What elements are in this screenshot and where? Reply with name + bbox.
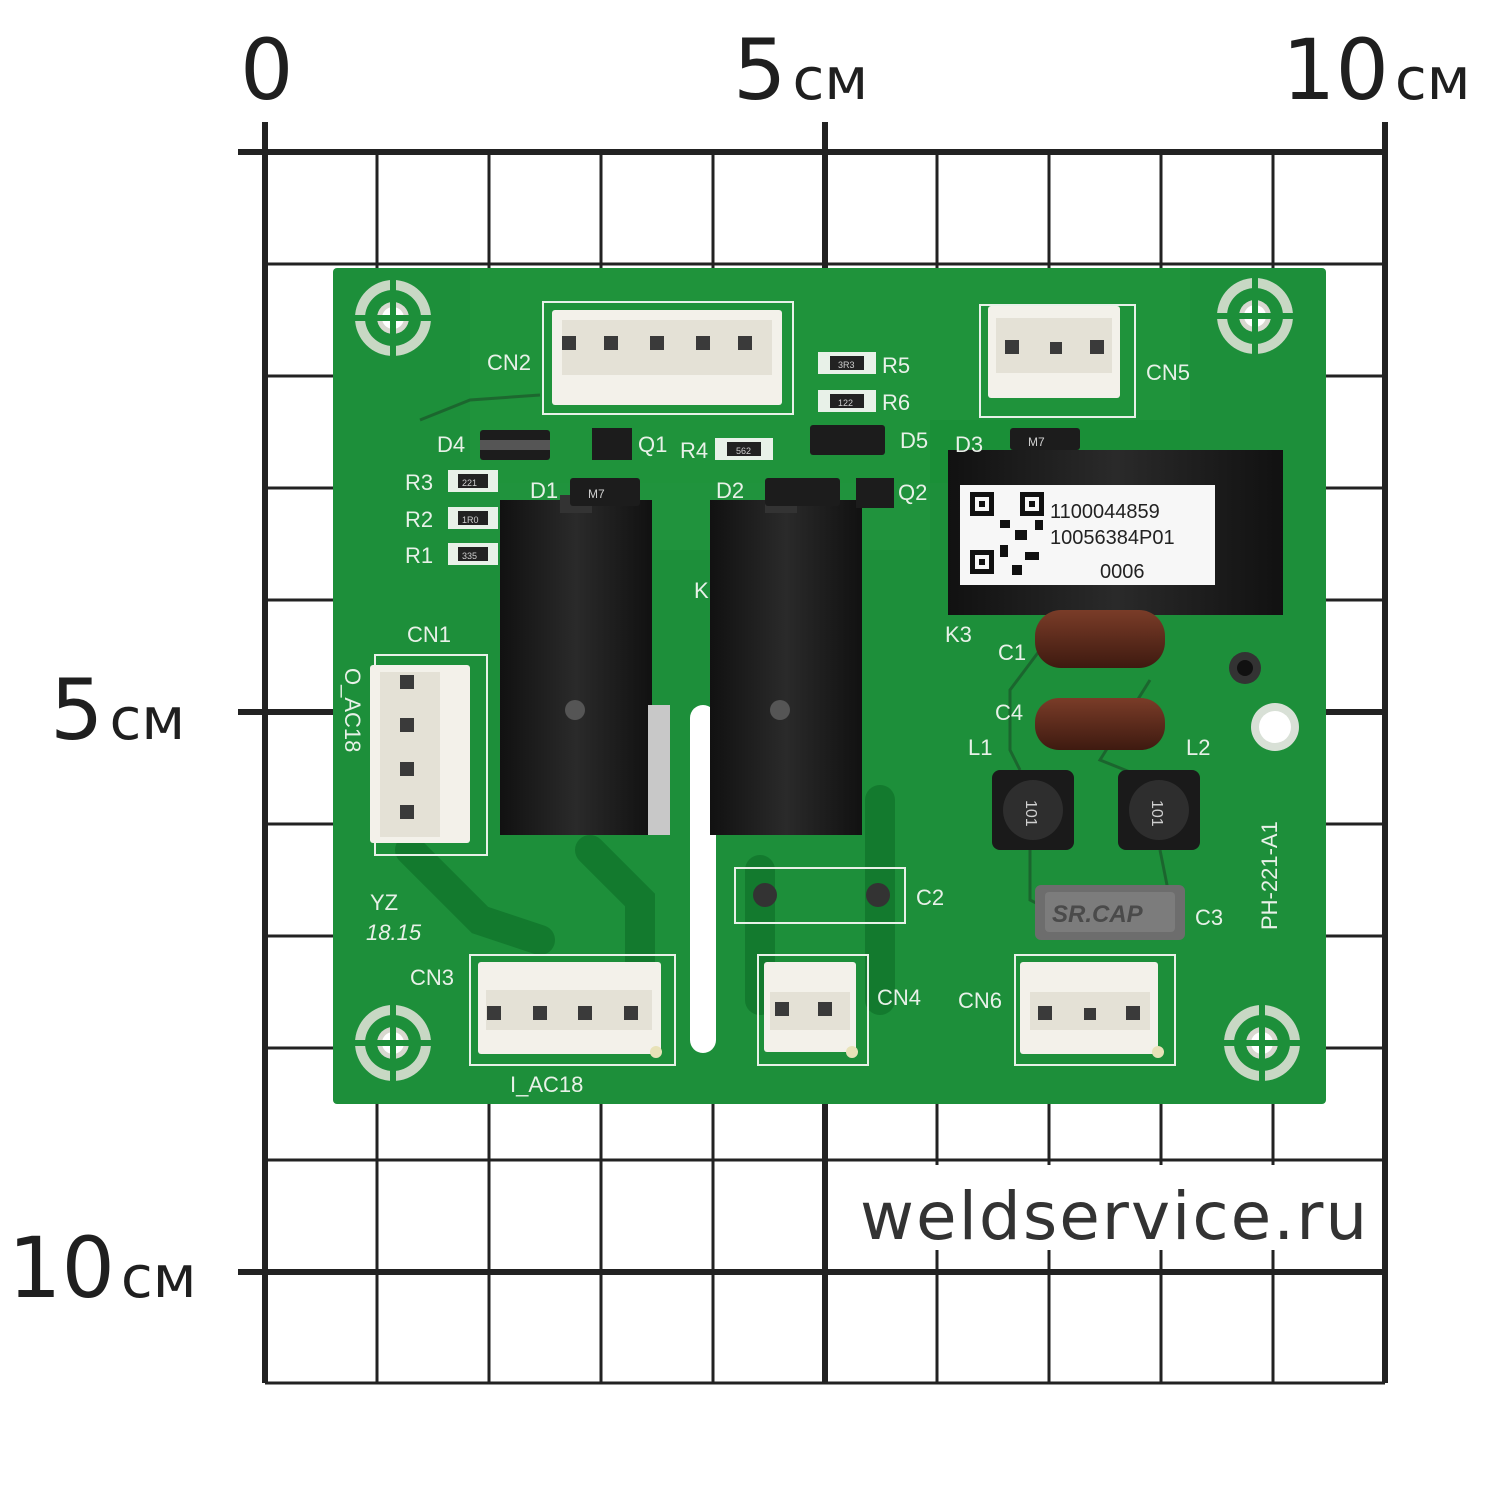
label-d1: D1 [530, 478, 558, 503]
label-c3: C3 [1195, 905, 1223, 930]
marking-d3: M7 [1028, 435, 1045, 449]
marking-d1: M7 [588, 487, 605, 501]
capacitor-c1 [1035, 610, 1165, 668]
label-i-ac18: I_AC18 [510, 1072, 583, 1097]
inductor-l1 [992, 770, 1074, 850]
label-c4: C4 [995, 700, 1023, 725]
label-k3: K3 [945, 622, 972, 647]
label-d5: D5 [900, 428, 928, 453]
marking-r6: 122 [838, 398, 853, 408]
watermark-backdrop [850, 1165, 1360, 1250]
cn2-connector [542, 301, 794, 415]
relay-k1 [500, 495, 670, 835]
cn6-connector [1014, 954, 1176, 1066]
cn5-connector [979, 304, 1136, 418]
watermark: weldservice.ru [860, 1178, 1370, 1255]
marking-r1: 335 [462, 551, 477, 561]
label-r1: R1 [405, 543, 433, 568]
label-cn4: CN4 [877, 985, 921, 1010]
label-r5: R5 [882, 353, 910, 378]
smd-resistors [448, 352, 876, 565]
capacitor-c3 [1035, 885, 1185, 940]
capacitor-c2 [734, 867, 906, 924]
sticker-line-3: 0006 [1100, 561, 1145, 583]
label-q1: Q1 [638, 432, 667, 457]
label-r4: R4 [680, 438, 708, 463]
sticker-line-2: 10056384P01 [1050, 527, 1175, 549]
label-yz: YZ [370, 890, 398, 915]
marking-r5: 3R3 [838, 360, 855, 370]
label-cn3: CN3 [410, 965, 454, 990]
qr-code [970, 492, 1044, 575]
marking-l2: 101 [1148, 800, 1165, 827]
cn3-connector [469, 954, 676, 1066]
label-part-number: PH-221-A1 [1257, 821, 1282, 930]
relay-k3 [948, 450, 1283, 615]
cn1-connector [370, 654, 488, 856]
label-r3: R3 [405, 470, 433, 495]
label-r6: R6 [882, 390, 910, 415]
smd-diodes [480, 425, 1080, 506]
label-c1: C1 [998, 640, 1026, 665]
label-cn5: CN5 [1146, 360, 1190, 385]
label-cn1: CN1 [407, 622, 451, 647]
inductor-l2 [1118, 770, 1200, 850]
smd-transistors [592, 428, 894, 508]
label-d3: D3 [955, 432, 983, 457]
sticker-line-1: 1100044859 [1050, 501, 1160, 523]
label-q2: Q2 [898, 480, 927, 505]
capacitor-c4 [1035, 698, 1165, 750]
label-c2: C2 [916, 885, 944, 910]
label-r2: R2 [405, 507, 433, 532]
marking-r2: 1R0 [462, 515, 479, 525]
label-date: 18.15 [366, 920, 422, 945]
mounting-holes [355, 278, 1300, 1081]
label-d4: D4 [437, 432, 465, 457]
cn4-connector [757, 954, 869, 1066]
label-d2: D2 [716, 478, 744, 503]
marking-r4: 562 [736, 446, 751, 456]
label-cn6: CN6 [958, 988, 1002, 1013]
label-o-ac18: O_AC18 [340, 668, 365, 752]
marking-l1: 101 [1022, 800, 1039, 827]
marking-srcap: SR.CAP [1052, 901, 1144, 928]
label-l2: L2 [1186, 735, 1210, 760]
label-cn2: CN2 [487, 350, 531, 375]
scale-top-zero: 0 [240, 21, 294, 119]
label-k: K [694, 578, 709, 603]
marking-r3: 221 [462, 478, 477, 488]
label-l1: L1 [968, 735, 992, 760]
relay-k2 [710, 495, 862, 835]
